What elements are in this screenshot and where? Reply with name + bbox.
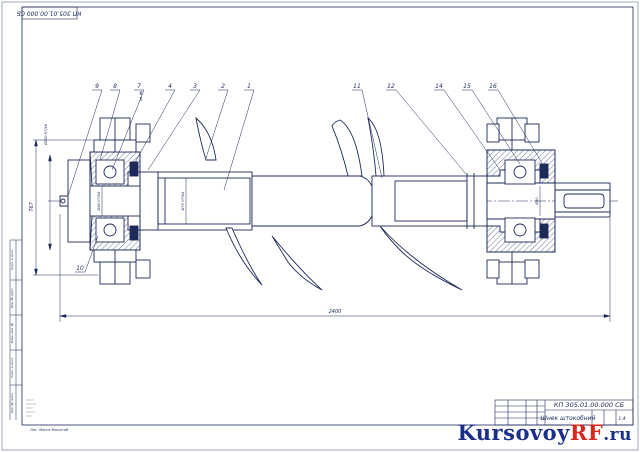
dim-right-shaft: Ø40 bbox=[534, 197, 539, 206]
pos-label-6: 6 bbox=[139, 91, 142, 97]
pos-label-14: 14 bbox=[435, 83, 443, 90]
position-leaders bbox=[67, 89, 546, 273]
pos-label-12: 12 bbox=[387, 83, 395, 90]
stamp-title: Шнек штокобний bbox=[541, 415, 596, 422]
pos-label-4: 4 bbox=[168, 83, 172, 90]
screw-flights bbox=[195, 116, 463, 291]
pos-label-9: 9 bbox=[95, 83, 99, 90]
watermark-part1: Kursovoy bbox=[457, 420, 570, 445]
margin-text-2: Взам. инв. № bbox=[10, 323, 14, 343]
dim-bearing: Ø100 H7/k6 bbox=[43, 123, 48, 146]
pos-label-2: 2 bbox=[221, 83, 225, 90]
site-watermark: KursovoyRF.ru bbox=[458, 420, 633, 446]
dim-shaft-mid: Ø75 H7/k6 bbox=[180, 191, 185, 211]
margin-text-3: Подп. и дата bbox=[10, 358, 14, 379]
watermark-part3: .ru bbox=[603, 425, 632, 445]
stamp-scale: 1:4 bbox=[618, 416, 625, 422]
dimension-lines bbox=[33, 139, 611, 322]
position-labels: 9 8 7 6 5 4 3 2 1 11 12 14 15 16 10 bbox=[76, 83, 497, 272]
stamp-code: КП 305.01.00.000 СБ bbox=[554, 401, 625, 409]
title-block bbox=[494, 399, 634, 426]
sheet-inner-frame bbox=[21, 6, 634, 426]
dim-height: 767 bbox=[29, 201, 35, 211]
left-bearing-assembly bbox=[59, 117, 151, 285]
pos-label-3: 3 bbox=[193, 83, 197, 90]
bottom-left-text: Лит. Масса Масштаб bbox=[29, 428, 69, 432]
technical-notes bbox=[26, 399, 36, 417]
margin-text-0: Подп. и дата bbox=[10, 250, 14, 271]
pos-label-10: 10 bbox=[76, 265, 84, 272]
pos-label-5: 5 bbox=[139, 97, 142, 103]
margin-text-4: Инв. № подл. bbox=[10, 393, 14, 414]
pos-label-11: 11 bbox=[353, 83, 361, 90]
dim-overall-length: 2400 bbox=[329, 309, 342, 315]
shaft bbox=[139, 171, 611, 231]
pos-label-16: 16 bbox=[489, 83, 497, 90]
pos-label-15: 15 bbox=[463, 83, 471, 90]
watermark-part2: RF bbox=[569, 420, 604, 445]
dim-inner-left: Ø40 H7/k6 bbox=[96, 191, 101, 211]
margin-text-1: Инв. № дубл. bbox=[10, 288, 14, 309]
left-margin-strip: Подп. и дата Инв. № дубл. Взам. инв. № П… bbox=[9, 239, 22, 420]
pos-label-7: 7 bbox=[137, 83, 141, 90]
pos-label-1: 1 bbox=[247, 83, 251, 90]
top-code-box: КП 305.01.00.000 СБ bbox=[17, 6, 82, 20]
top-code-text: КП 305.01.00.000 СБ bbox=[17, 10, 82, 17]
pos-label-8: 8 bbox=[113, 83, 117, 90]
